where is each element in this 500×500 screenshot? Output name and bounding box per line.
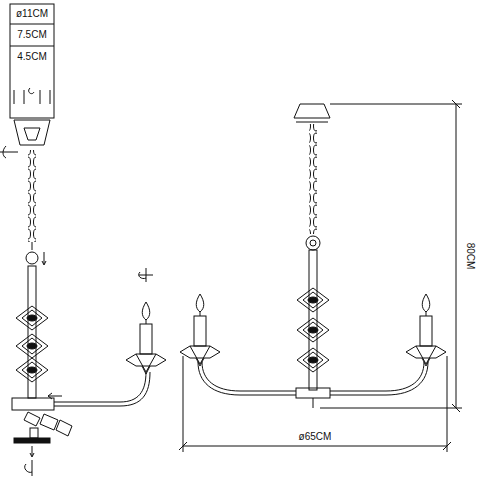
dimension-diameter: ø11CM (15, 9, 49, 19)
dimension-diameter: ø65CM (298, 432, 333, 442)
dimension-height: 4.5CM (16, 52, 47, 62)
dimension-height: 80CM (465, 242, 475, 271)
dimension-height: 7.5CM (16, 30, 47, 40)
